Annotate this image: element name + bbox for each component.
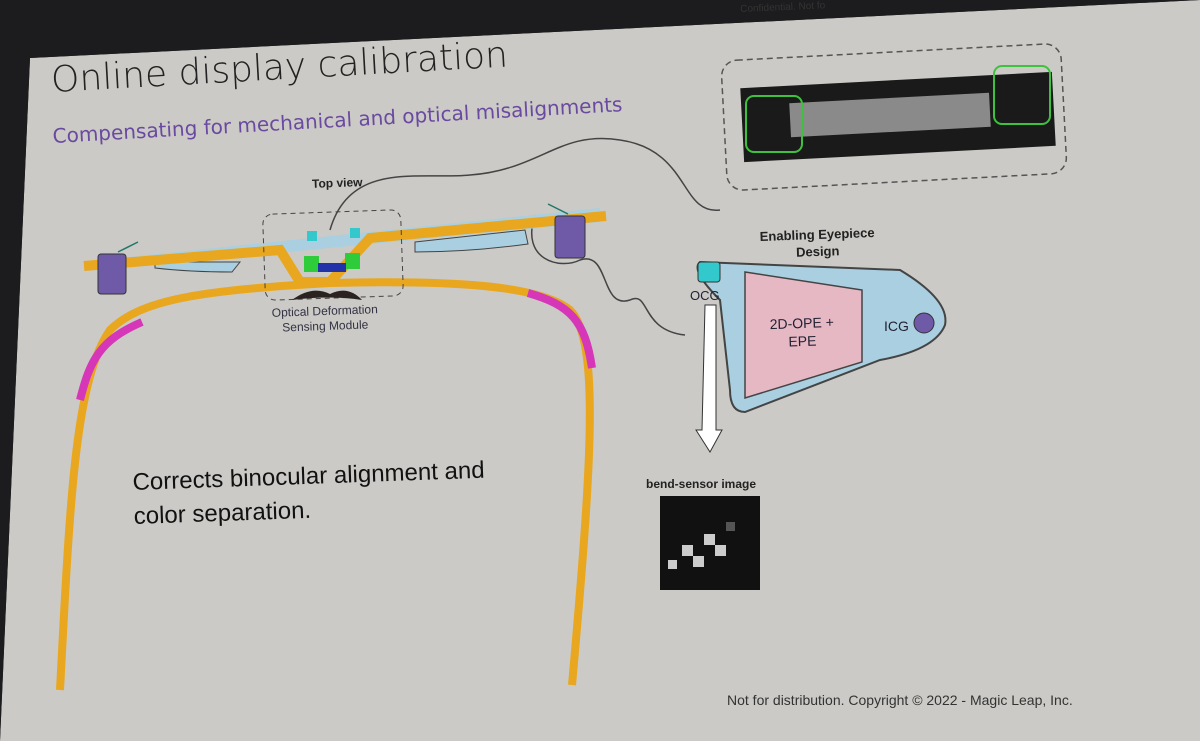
- ope-label: 2D-OPE + EPE: [769, 313, 834, 351]
- arrow-left: [117, 241, 139, 253]
- checker-pattern: [668, 522, 735, 569]
- connector-line-eyepiece: [531, 214, 686, 336]
- photo-highlight-left: [745, 95, 803, 153]
- eyepiece-left: [154, 261, 242, 273]
- ope-label-line1: 2D-OPE +: [769, 313, 835, 333]
- top-view-label: Top view: [311, 175, 363, 191]
- photo-callout-box: [720, 43, 1068, 191]
- sensing-module-label: Optical Deformation Sensing Module: [272, 302, 379, 336]
- copyright-notice: Not for distribution. Copyright © 2022 -…: [727, 692, 1073, 708]
- ope-label-line2: EPE: [788, 332, 817, 350]
- projector-right: [554, 215, 586, 259]
- ocg-element: [697, 261, 721, 283]
- sensor-right: [345, 253, 360, 269]
- icg-label: ICG: [884, 318, 909, 334]
- arrow-right: [547, 203, 569, 215]
- projector-left: [97, 253, 127, 295]
- icg-element: [913, 312, 935, 334]
- bend-sensor-label: bend-sensor image: [646, 477, 757, 491]
- eyepiece-label: Enabling Eyepiece Design: [759, 224, 875, 262]
- photo-highlight-right: [993, 65, 1051, 125]
- sensor-left: [304, 256, 319, 272]
- connector-line-top: [329, 137, 721, 231]
- sensor-board: [318, 263, 346, 272]
- eyepiece-right: [414, 229, 529, 253]
- down-arrow-icon: [695, 304, 723, 453]
- body-text: Corrects binocular alignment and color s…: [132, 454, 486, 534]
- ocg-label: OCG: [690, 288, 720, 303]
- sensor-emitter-left: [307, 231, 317, 241]
- temple-accent-right: [526, 289, 596, 369]
- ope-region: [744, 271, 863, 400]
- sensor-photo-bracket: [789, 92, 991, 138]
- nose-pad: [292, 290, 362, 300]
- temple-accent-left: [76, 318, 144, 401]
- sensor-emitter-right: [350, 228, 360, 238]
- frame-temples: [56, 278, 594, 691]
- sensing-module-box: [262, 209, 404, 301]
